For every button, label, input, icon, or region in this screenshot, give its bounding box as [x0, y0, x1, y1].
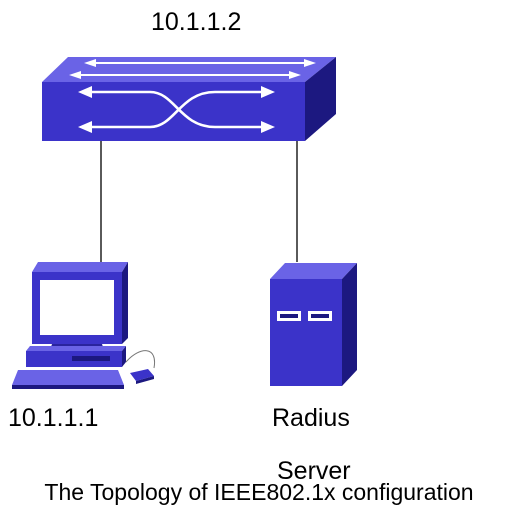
pc-ip-label: 10.1.1.1 — [8, 404, 99, 432]
server-label-line2: Server — [277, 457, 351, 485]
server-label-line1: Radius — [272, 404, 350, 432]
switch-ip-label: 10.1.1.2 — [151, 8, 242, 36]
desktop-computer-icon — [12, 262, 156, 389]
figure-caption: The Topology of IEEE802.1x configuration — [44, 479, 474, 505]
network-switch-icon — [42, 57, 336, 141]
server-tower-icon — [270, 263, 357, 386]
